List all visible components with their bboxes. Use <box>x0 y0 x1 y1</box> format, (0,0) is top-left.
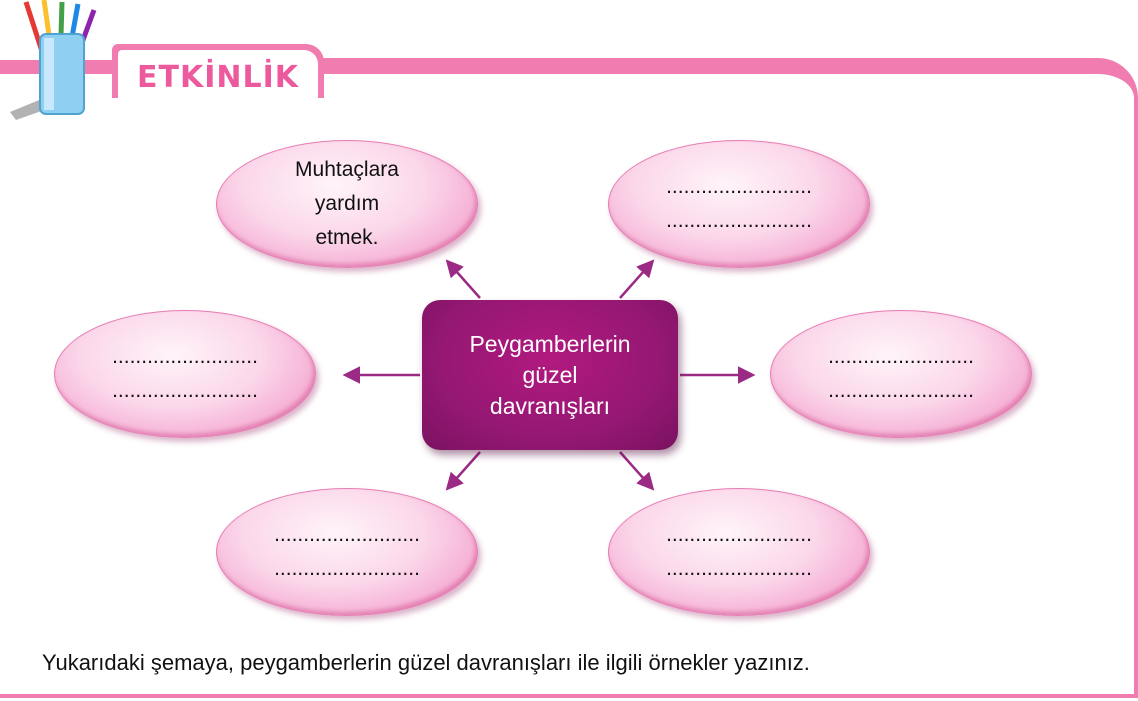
instruction-text: Yukarıdaki şemaya, peygamberlerin güzel … <box>42 650 810 675</box>
pencil-cup-icon <box>10 0 97 120</box>
ellipse-middle-left: ......................... ..............… <box>54 310 316 438</box>
ellipse-bottom-left: ......................... ..............… <box>216 488 478 616</box>
activity-title: ETKİNLİK <box>137 60 299 95</box>
ellipse-top-left: Muhtaçlara yardım etmek. <box>216 140 478 268</box>
ellipse-bottom-right: ......................... ..............… <box>608 488 870 616</box>
arrow-top-right <box>619 259 655 299</box>
arrow-top-left <box>445 259 481 299</box>
center-concept-box: Peygamberlerin güzel davranışları <box>422 300 678 450</box>
frame-top-right <box>300 58 1108 74</box>
frame-bottom <box>0 694 1138 698</box>
ellipse-middle-right: ......................... ..............… <box>770 310 1032 438</box>
arrow-bottom-left <box>445 451 481 491</box>
arrow-bottom-right <box>619 451 655 491</box>
activity-tab: ETKİNLİK <box>112 44 324 98</box>
ellipse-top-right: ......................... ..............… <box>608 140 870 268</box>
